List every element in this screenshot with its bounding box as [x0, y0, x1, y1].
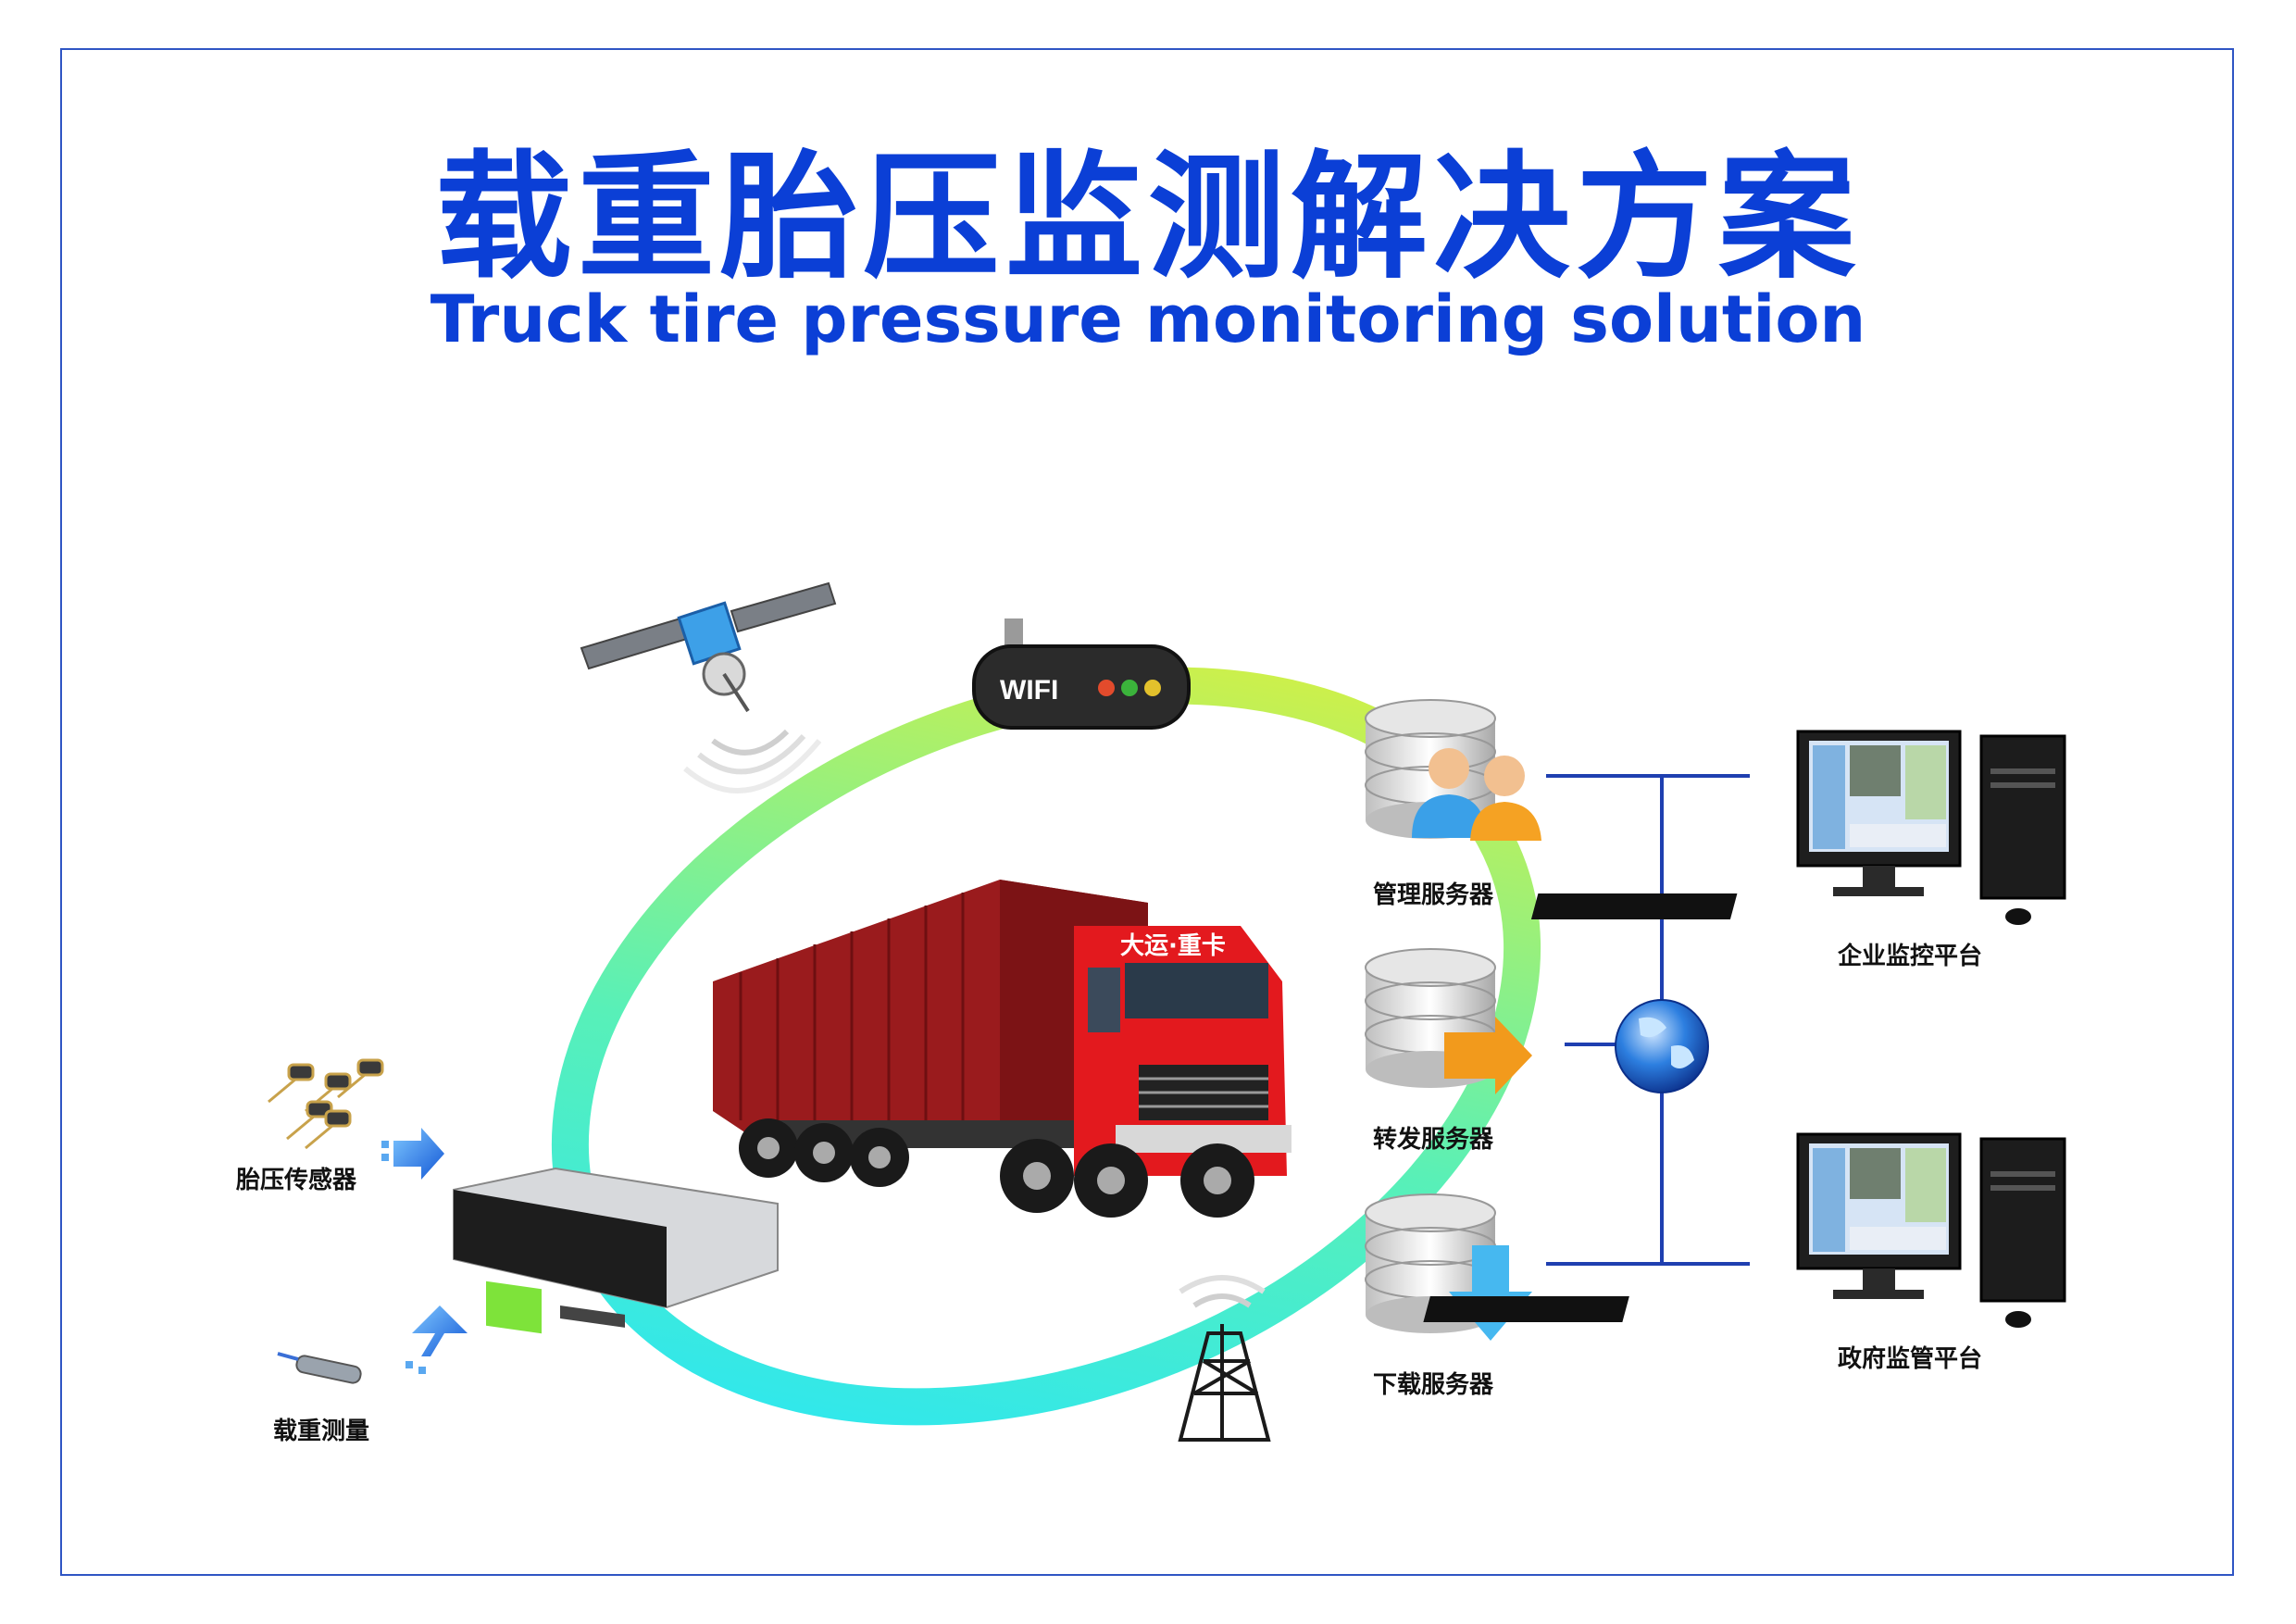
signal-tower-icon	[1178, 1275, 1271, 1442]
wifi-label: WIFI	[1000, 675, 1058, 706]
load-sensor-icon	[277, 1352, 362, 1384]
government-platform-label: 政府监管平台	[1838, 1345, 1983, 1373]
globe-icon	[1615, 999, 1709, 1093]
satellite-icon	[580, 581, 837, 793]
page-subtitle: Truck tire pressure monitoring solution	[430, 281, 1866, 357]
tire-pressure-sensor-icon	[268, 1058, 384, 1150]
truck-icon	[713, 880, 1292, 1218]
load-arrow-icon	[406, 1305, 468, 1374]
poster-frame	[60, 48, 2234, 1576]
download-server-label: 下载服务器	[1373, 1371, 1494, 1399]
vehicle-terminal-device-icon	[453, 1167, 779, 1334]
enterprise-monitor-computer-icon	[1530, 730, 2066, 925]
forward-server-label: 转发服务器	[1373, 1126, 1494, 1154]
load-measure-label: 载重测量	[273, 1418, 370, 1445]
forward-server-icon	[1365, 948, 1532, 1094]
enterprise-platform-label: 企业监控平台	[1838, 943, 1983, 970]
users-icon	[1412, 748, 1541, 841]
tire-sensor-label: 胎压传感器	[236, 1167, 357, 1194]
page-title: 载重胎压监测解决方案	[435, 138, 1861, 297]
sensor-arrow-icon	[381, 1128, 444, 1180]
government-monitor-computer-icon	[1423, 1132, 2066, 1328]
management-server-label: 管理服务器	[1373, 881, 1494, 909]
wifi-router-icon	[972, 618, 1191, 730]
truck-cab-text: 大运·重卡	[1120, 932, 1226, 960]
